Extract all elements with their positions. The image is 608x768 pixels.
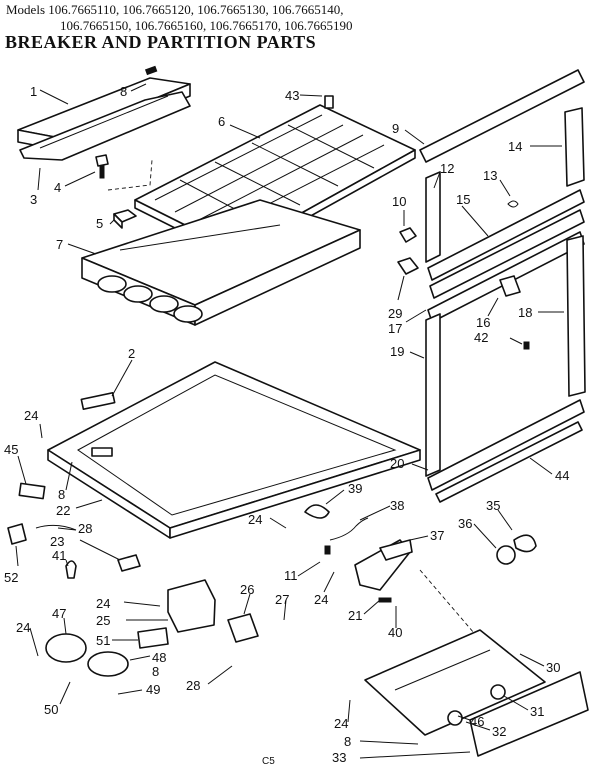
page-title: BREAKER AND PARTITION PARTS xyxy=(5,32,317,52)
callout-label: 2 xyxy=(128,346,135,361)
callout-label: 32 xyxy=(492,724,506,739)
part-left-small-components xyxy=(7,482,141,579)
part-control-components xyxy=(45,579,259,677)
callout-label: 29 xyxy=(388,306,402,321)
callout-label: 21 xyxy=(348,608,362,623)
callout-label: 26 xyxy=(240,582,254,597)
callout-label: 15 xyxy=(456,192,470,207)
callout-label: 24 xyxy=(96,596,110,611)
callout-label: 51 xyxy=(96,633,110,648)
models-line-1: Models 106.7665110, 106.7665120, 106.766… xyxy=(6,2,344,17)
callout-label: 17 xyxy=(388,321,402,336)
callout-label: 48 xyxy=(152,650,166,665)
callout-label: 19 xyxy=(390,344,404,359)
callout-label: 3 xyxy=(30,192,37,207)
part-clip-screw xyxy=(95,154,153,191)
callout-label: 25 xyxy=(96,613,110,628)
callout-label: 8 xyxy=(58,487,65,502)
callout-label: 6 xyxy=(218,114,225,129)
callout-label: 46 xyxy=(470,714,484,729)
callout-label: 33 xyxy=(332,750,346,765)
callout-label: 42 xyxy=(474,330,488,345)
callout-label: 38 xyxy=(390,498,404,513)
callout-label: 22 xyxy=(56,503,70,518)
callout-label: 8 xyxy=(152,664,159,679)
callout-label: 8 xyxy=(120,84,127,99)
callout-label: 24 xyxy=(16,620,30,635)
callout-label: 37 xyxy=(430,528,444,543)
callout-label: 30 xyxy=(546,660,560,675)
callout-label: 41 xyxy=(52,548,66,563)
part-lower-gasket-frame xyxy=(425,231,586,503)
part-breaker-strip xyxy=(17,65,191,161)
part-lower-breaker xyxy=(81,199,361,326)
callout-label: 28 xyxy=(186,678,200,693)
callout-label: 35 xyxy=(486,498,500,513)
part-small-block xyxy=(113,209,137,229)
callout-label: 9 xyxy=(392,121,399,136)
part-large-tray xyxy=(47,361,421,539)
callout-label: 14 xyxy=(508,139,522,154)
callout-label: 31 xyxy=(530,704,544,719)
part-upper-gasket-frame xyxy=(419,69,585,299)
callout-label: 11 xyxy=(284,568,298,583)
callout-label: 27 xyxy=(275,592,289,607)
callout-label: 16 xyxy=(476,315,490,330)
callout-label: 50 xyxy=(44,702,58,717)
callout-labels: 1 8 4 3 6 43 5 7 9 14 12 13 10 15 29 17 … xyxy=(4,84,569,765)
callout-label: 39 xyxy=(348,481,362,496)
callout-label: 47 xyxy=(52,606,66,621)
callout-label: 12 xyxy=(440,161,454,176)
callout-label: 49 xyxy=(146,682,160,697)
callout-label: 45 xyxy=(4,442,18,457)
callout-label: 43 xyxy=(285,88,299,103)
callout-label: 24 xyxy=(314,592,328,607)
part-light-assembly xyxy=(304,504,537,641)
callout-label: 10 xyxy=(392,194,406,209)
leader-lines xyxy=(15,83,564,759)
part-clips xyxy=(397,200,530,350)
callout-label: 23 xyxy=(50,534,64,549)
callout-label: 28 xyxy=(78,521,92,536)
callout-label: 4 xyxy=(54,180,61,195)
callout-label: 20 xyxy=(390,456,404,471)
footer-mark: C5 xyxy=(262,756,275,767)
callout-label: 7 xyxy=(56,237,63,252)
callout-label: 24 xyxy=(24,408,38,423)
callout-label: 5 xyxy=(96,216,103,231)
models-line-2: 106.7665150, 106.7665160, 106.7665170, 1… xyxy=(60,18,353,33)
callout-label: 1 xyxy=(30,84,37,99)
callout-label: 24 xyxy=(334,716,348,731)
callout-label: 44 xyxy=(555,468,569,483)
part-front-housing xyxy=(364,629,589,757)
callout-label: 8 xyxy=(344,734,351,749)
callout-label: 24 xyxy=(248,512,262,527)
callout-label: 18 xyxy=(518,305,532,320)
callout-label: 52 xyxy=(4,570,18,585)
callout-label: 36 xyxy=(458,516,472,531)
callout-label: 40 xyxy=(388,625,402,640)
callout-label: 13 xyxy=(483,168,497,183)
